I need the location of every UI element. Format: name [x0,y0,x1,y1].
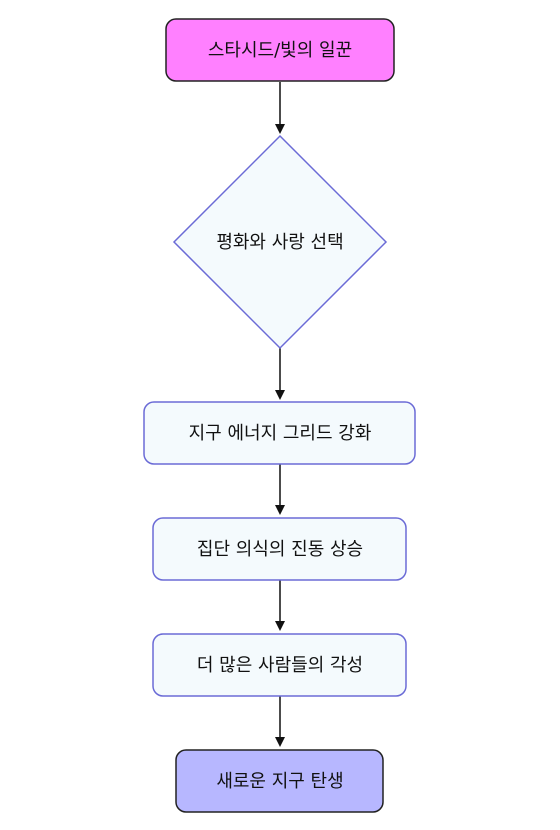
node-awakening-label: 더 많은 사람들의 각성 [197,655,363,676]
node-vibration-shape [152,517,407,581]
node-end: 새로운 지구 탄생 [175,749,384,813]
node-decision-shape [172,134,388,350]
node-grid-label: 지구 에너지 그리드 강화 [189,423,372,444]
node-grid: 지구 에너지 그리드 강화 [143,401,416,465]
node-start-shape [165,18,395,82]
node-start-label: 스타시드/빛의 일꾼 [208,40,352,61]
node-vibration: 집단 의식의 진동 상승 [152,517,407,581]
node-decision: 평화와 사랑 선택 [172,134,388,350]
node-awakening-shape [152,633,407,697]
node-grid-shape [143,401,416,465]
node-end-shape [175,749,384,813]
node-decision-label: 평화와 사랑 선택 [216,232,343,253]
node-end-label: 새로운 지구 탄생 [216,771,343,792]
node-vibration-label: 집단 의식의 진동 상승 [197,539,363,560]
node-awakening: 더 많은 사람들의 각성 [152,633,407,697]
node-start: 스타시드/빛의 일꾼 [165,18,395,82]
